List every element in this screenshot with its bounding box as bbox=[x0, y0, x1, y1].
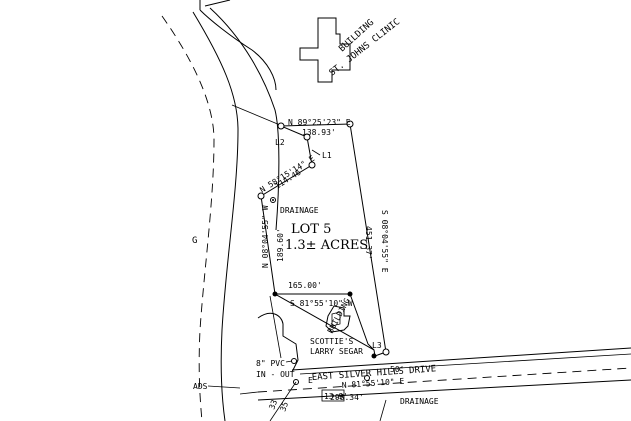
monument-pvc bbox=[291, 358, 297, 364]
left-label-ads: ADS bbox=[193, 382, 208, 391]
south-bearing: N 81°55'10" E bbox=[342, 377, 405, 390]
lower-curve bbox=[257, 312, 299, 373]
lower-building-inner bbox=[331, 311, 341, 327]
lot-area: 1.3± ACRES bbox=[285, 238, 368, 253]
monument-l2 bbox=[303, 133, 311, 141]
road-centerline bbox=[257, 367, 631, 393]
guide-line bbox=[231, 104, 281, 126]
road-edge-outer bbox=[192, 11, 239, 421]
lower-building-outline bbox=[325, 305, 351, 333]
l1-label: L1 bbox=[322, 151, 332, 160]
lower-right-line bbox=[379, 399, 387, 421]
drainage-dot bbox=[272, 199, 274, 201]
owner-label-1: SCOTTIE'S bbox=[310, 337, 354, 346]
l2-label: L2 bbox=[275, 138, 285, 147]
west-bearing: N 08°04'55" W bbox=[261, 205, 270, 268]
south-distance: 298.34' bbox=[330, 393, 364, 402]
road-edge-south bbox=[257, 379, 631, 401]
lower-west-line bbox=[269, 295, 282, 359]
pin-south bbox=[371, 353, 377, 359]
west-distance: 189.60' bbox=[276, 228, 285, 262]
drainage-label-upper: DRAINAGE bbox=[280, 206, 319, 215]
left-small-value-1: 33 bbox=[267, 398, 279, 410]
lot-boundary bbox=[260, 123, 387, 357]
l3-label: L3 bbox=[372, 341, 382, 350]
north-distance: 138.93' bbox=[302, 128, 336, 137]
drainage-label-lower: DRAINAGE bbox=[400, 397, 439, 406]
value-box-text: 13.9' bbox=[324, 392, 348, 401]
east-bearing: S 08°04'55" E bbox=[380, 210, 389, 273]
pvc-label-2: IN - OUT bbox=[256, 370, 295, 379]
road-curb-top bbox=[199, 9, 277, 91]
l1-leader bbox=[311, 149, 321, 156]
left-leader bbox=[207, 385, 241, 389]
interior-line-right bbox=[349, 293, 375, 351]
road-edge-centerline bbox=[161, 15, 215, 421]
road-edge-top-right bbox=[204, 0, 231, 7]
value-box bbox=[321, 389, 345, 402]
owner-label-2: LARRY SEGAR bbox=[310, 347, 363, 356]
lot-title: LOT 5 bbox=[291, 222, 331, 237]
pvc-label-1: 8" PVC bbox=[256, 359, 285, 368]
mid-distance: 165.00' bbox=[288, 281, 322, 290]
left-letter-g: G bbox=[192, 236, 197, 246]
east-distance: 451.37' bbox=[364, 226, 373, 260]
pvc-leader bbox=[285, 360, 293, 363]
lower-left-line bbox=[269, 381, 297, 421]
monument-ne bbox=[346, 120, 354, 128]
monument-se bbox=[382, 348, 390, 356]
monument-w bbox=[257, 192, 265, 200]
e-mark: E bbox=[308, 376, 313, 385]
road-edge-south-2 bbox=[239, 391, 259, 395]
south-small-distance: 50' bbox=[390, 365, 404, 374]
road-edge-north bbox=[291, 347, 631, 371]
road-edge-inner bbox=[209, 7, 280, 231]
road-edge-north-inner bbox=[299, 353, 631, 375]
pin-east-mid bbox=[347, 291, 353, 297]
monument-l1 bbox=[308, 161, 316, 169]
mid-bearing: S 81°55'10" W bbox=[290, 299, 353, 308]
north-bearing: N 89°25'23" E bbox=[288, 118, 351, 127]
clinic-building-outline bbox=[299, 17, 351, 83]
left-small-value-2: 35 bbox=[278, 400, 290, 412]
pin-west-mid bbox=[272, 291, 278, 297]
monument-nw bbox=[277, 122, 285, 130]
monument-south-road-2 bbox=[364, 375, 370, 381]
